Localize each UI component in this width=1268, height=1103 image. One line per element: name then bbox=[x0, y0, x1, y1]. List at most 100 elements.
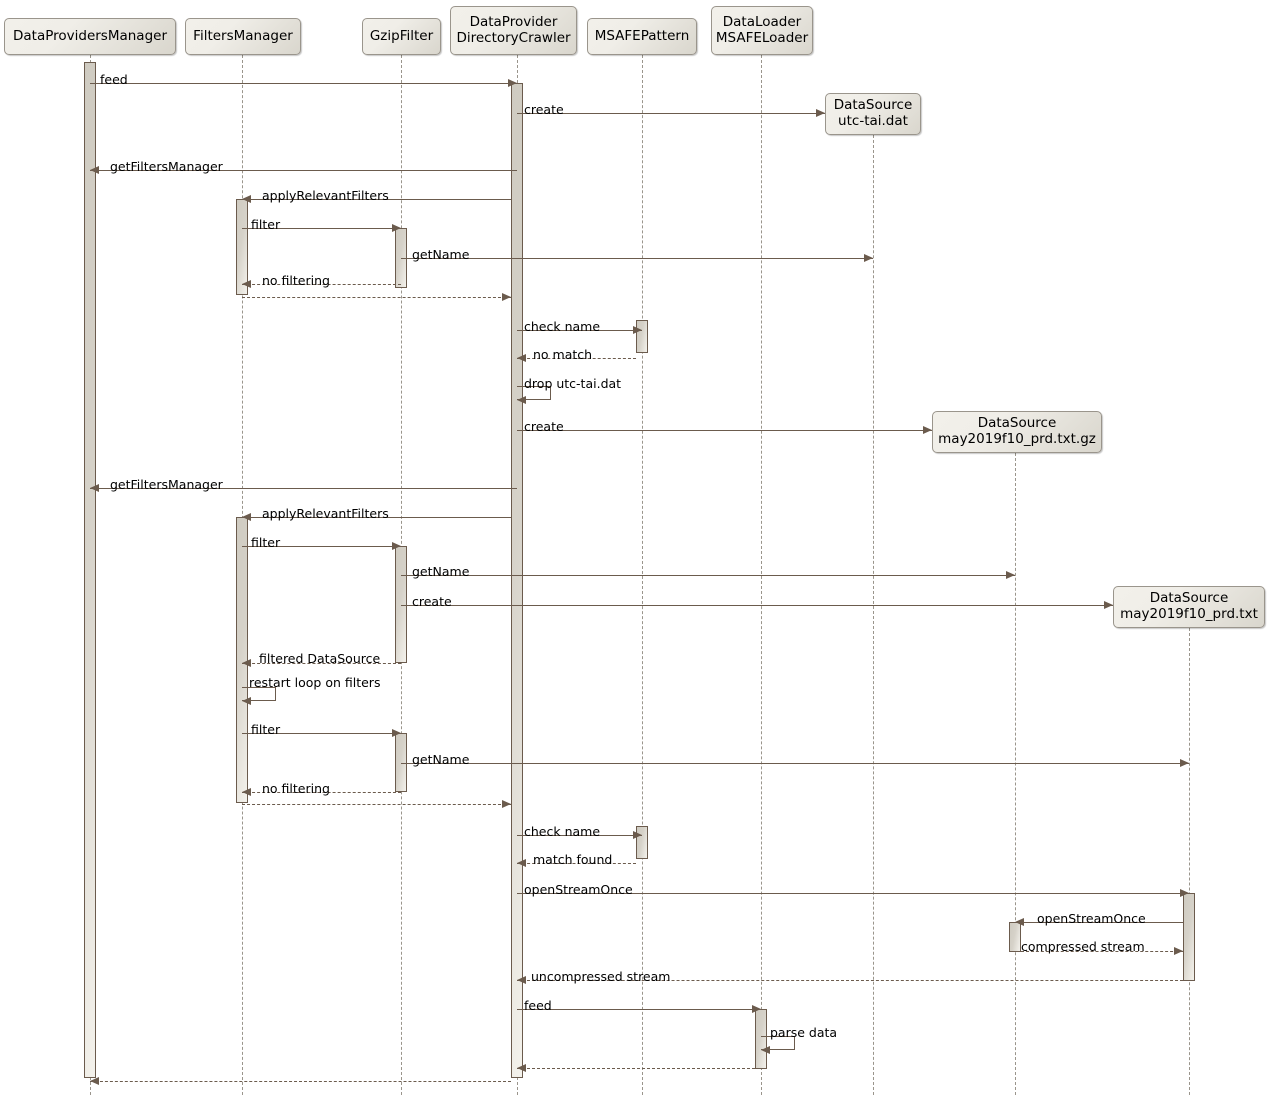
participant-dpm[interactable]: DataProvidersManager bbox=[4, 18, 176, 55]
message-line-m13 bbox=[242, 517, 511, 518]
message-line-m24 bbox=[517, 893, 1189, 894]
arrowhead-icon-m18 bbox=[392, 729, 401, 737]
message-label-m28: feed bbox=[524, 998, 552, 1013]
message-label-m07: no filtering bbox=[262, 273, 330, 288]
message-label-m12: getFiltersManager bbox=[110, 477, 223, 492]
message-label-m09: check name bbox=[524, 319, 601, 334]
arrowhead-icon-m23 bbox=[517, 859, 526, 867]
created-object-label-line: may2019f10_prd.txt bbox=[1120, 606, 1258, 622]
message-line-m07 bbox=[242, 284, 401, 285]
activation-bar-dpm bbox=[84, 62, 96, 1078]
arrowhead-icon-m15 bbox=[1006, 571, 1015, 579]
message-label-m01: feed bbox=[100, 72, 128, 87]
participant-fm[interactable]: FiltersManager bbox=[185, 18, 301, 55]
message-line-m15 bbox=[401, 575, 1015, 576]
message-label-m17: filtered DataSource bbox=[259, 651, 381, 666]
participant-pattern[interactable]: MSAFEPattern bbox=[587, 18, 697, 55]
arrowhead-icon-m25 bbox=[1015, 918, 1024, 926]
message-line-m09 bbox=[517, 330, 642, 331]
arrowhead-icon-m03 bbox=[90, 166, 99, 174]
arrowhead-icon-m24 bbox=[1180, 889, 1189, 897]
message-line-m14 bbox=[242, 546, 401, 547]
message-line-m30 bbox=[90, 1081, 511, 1082]
message-label-m20: no filtering bbox=[262, 781, 330, 796]
message-line-m20 bbox=[242, 792, 401, 793]
participant-label-line: FiltersManager bbox=[193, 27, 293, 44]
arrowhead-icon-m07 bbox=[242, 280, 251, 288]
message-label-m04: applyRelevantFilters bbox=[262, 188, 389, 203]
activation-bar-pattern bbox=[636, 320, 648, 353]
arrowhead-icon-m01 bbox=[508, 79, 517, 87]
arrowhead-icon-m21 bbox=[502, 800, 511, 808]
arrowhead-icon-m05 bbox=[392, 224, 401, 232]
message-line-m04 bbox=[242, 199, 511, 200]
arrowhead-icon-m20 bbox=[242, 788, 251, 796]
message-line-m25 bbox=[1015, 922, 1183, 923]
arrowhead-icon-m29 bbox=[517, 1064, 526, 1072]
message-line-m21 bbox=[242, 804, 511, 805]
lifeline-ds_gz bbox=[1015, 453, 1016, 1095]
message-line-m08 bbox=[242, 297, 511, 298]
arrowhead-icon-s1 bbox=[517, 396, 526, 404]
arrowhead-icon-m28 bbox=[752, 1005, 761, 1013]
message-line-m16 bbox=[401, 605, 1113, 606]
message-label-m18: filter bbox=[251, 722, 281, 737]
message-line-m26 bbox=[1021, 951, 1183, 952]
arrowhead-icon-s3 bbox=[761, 1046, 770, 1054]
message-line-m19 bbox=[401, 763, 1189, 764]
self-message-label-s1: drop utc-tai.dat bbox=[524, 376, 622, 391]
message-label-m11: create bbox=[524, 419, 564, 434]
created-object-label-line: DataSource bbox=[1149, 590, 1229, 607]
participant-label-line: MSAFELoader bbox=[715, 29, 809, 46]
arrowhead-icon-m22 bbox=[633, 831, 642, 839]
message-line-m28 bbox=[517, 1009, 761, 1010]
message-line-m29 bbox=[517, 1068, 755, 1069]
participant-label-line: DirectoryCrawler bbox=[456, 29, 571, 46]
created-object-label-line: DataSource bbox=[977, 415, 1057, 432]
message-label-m10: no match bbox=[533, 347, 593, 362]
message-line-m01 bbox=[90, 83, 517, 84]
message-line-m06 bbox=[401, 258, 873, 259]
message-label-m02: create bbox=[524, 102, 564, 117]
message-line-m12 bbox=[90, 488, 517, 489]
self-message-s3 bbox=[761, 1036, 795, 1050]
message-label-m24: openStreamOnce bbox=[524, 882, 633, 897]
message-line-m11 bbox=[517, 430, 932, 431]
arrowhead-icon-s2 bbox=[242, 697, 251, 705]
arrowhead-icon-m16 bbox=[1104, 601, 1113, 609]
message-line-m18 bbox=[242, 733, 401, 734]
message-line-m27 bbox=[517, 980, 1183, 981]
participant-label-line: GzipFilter bbox=[369, 27, 434, 44]
participant-label-line: DataLoader bbox=[722, 13, 802, 30]
message-label-m27: uncompressed stream bbox=[531, 969, 671, 984]
participant-label-line: MSAFEPattern bbox=[594, 27, 690, 44]
message-line-m10 bbox=[517, 358, 636, 359]
message-line-m17 bbox=[242, 663, 401, 664]
arrowhead-icon-m27 bbox=[517, 976, 526, 984]
self-message-s2 bbox=[242, 687, 276, 701]
message-label-m06: getName bbox=[412, 247, 470, 262]
arrowhead-icon-m02 bbox=[816, 109, 825, 117]
arrowhead-icon-m09 bbox=[633, 326, 642, 334]
participant-label-line: DataProvidersManager bbox=[12, 27, 168, 44]
message-label-m14: filter bbox=[251, 535, 281, 550]
message-label-m03: getFiltersManager bbox=[110, 159, 223, 174]
message-line-m05 bbox=[242, 228, 401, 229]
arrowhead-icon-m14 bbox=[392, 542, 401, 550]
message-line-m22 bbox=[517, 835, 642, 836]
arrowhead-icon-m10 bbox=[517, 354, 526, 362]
message-line-m02 bbox=[517, 113, 825, 114]
lifeline-ds_utctai bbox=[873, 135, 874, 1095]
participant-gzip[interactable]: GzipFilter bbox=[362, 18, 441, 55]
message-line-m03 bbox=[90, 170, 517, 171]
self-message-label-s2: restart loop on filters bbox=[249, 675, 381, 690]
participant-label-line: DataProvider bbox=[469, 13, 558, 30]
message-label-m16: create bbox=[412, 594, 452, 609]
self-message-s1 bbox=[517, 386, 551, 400]
